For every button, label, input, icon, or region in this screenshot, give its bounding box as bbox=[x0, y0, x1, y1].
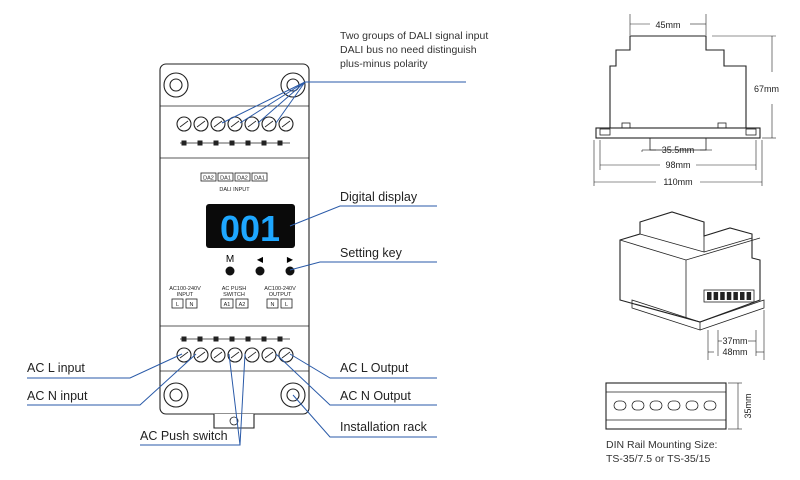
bottom-terminal-tab-7 bbox=[277, 336, 283, 342]
dali-note-line2: DALI bus no need distinguish bbox=[340, 44, 477, 56]
bottom-terminal-screw-2 bbox=[193, 347, 209, 363]
bottom-terminal-tab-2 bbox=[197, 336, 203, 342]
top-terminal-tab-6 bbox=[261, 140, 267, 146]
mounting-hole-bottom-left bbox=[163, 382, 189, 408]
dali-note-line3: plus-minus polarity bbox=[340, 58, 428, 70]
callout-ac-l-input: AC L input bbox=[27, 361, 85, 375]
bottom-terminal-tab-4 bbox=[229, 336, 235, 342]
digital-display bbox=[206, 204, 295, 248]
push-switch-term-a1: A1 bbox=[224, 302, 231, 308]
dali-input-label: DALI INPUT bbox=[219, 187, 250, 193]
key-label-m: M bbox=[226, 254, 234, 265]
dim-top-width: 45mm bbox=[655, 20, 680, 30]
bottom-terminal-tab-5 bbox=[245, 336, 251, 342]
push-switch-title-line1: AC PUSH bbox=[222, 286, 246, 292]
top-terminal-screw-7 bbox=[278, 116, 294, 132]
push-switch-title-line2: SWITCH bbox=[223, 292, 245, 298]
bottom-terminal-screw-5 bbox=[244, 347, 260, 363]
push-switch-term-a2: A2 bbox=[239, 302, 246, 308]
top-terminal-screw-2 bbox=[193, 116, 209, 132]
rail-caption-line2: TS-35/7.5 or TS-35/15 bbox=[606, 453, 710, 465]
dali-terminal-label-3: DA2 bbox=[237, 176, 248, 182]
callout-ac-n-output: AC N Output bbox=[340, 389, 411, 403]
callout-ac-n-input: AC N input bbox=[27, 389, 88, 403]
bottom-terminal-screw-3 bbox=[210, 347, 226, 363]
top-terminal-tab-5 bbox=[245, 140, 251, 146]
push-switch-label-group: AC PUSH SWITCH A1 A2 bbox=[220, 286, 249, 309]
dim-iso-48: 48mm bbox=[722, 347, 747, 357]
dali-terminal-label-4: DA1 bbox=[254, 176, 265, 182]
bottom-terminal-tab-1 bbox=[181, 336, 187, 342]
callout-digital-display: Digital display bbox=[340, 190, 418, 204]
dim-iso-37: 37mm bbox=[722, 336, 747, 346]
callout-installation-rack: Installation rack bbox=[340, 420, 428, 434]
ac-output-term-n: N bbox=[271, 302, 275, 308]
ac-output-label-group: AC100-240V OUTPUT N L bbox=[264, 286, 296, 309]
callout-ac-push-switch: AC Push switch bbox=[140, 429, 228, 443]
ac-input-term-l: L bbox=[176, 302, 179, 308]
display-digits: 001 bbox=[220, 208, 280, 249]
bottom-terminal-tab-6 bbox=[261, 336, 267, 342]
ac-output-title-line1: AC100-240V bbox=[264, 286, 296, 292]
top-terminal-tab-4 bbox=[229, 140, 235, 146]
dali-terminal-label-1: DA2 bbox=[203, 176, 214, 182]
bottom-terminal-screw-6 bbox=[261, 347, 277, 363]
top-terminal-screw-1 bbox=[176, 116, 192, 132]
dim-full-width: 110mm bbox=[663, 177, 692, 187]
bottom-terminal-tab-3 bbox=[213, 336, 219, 342]
rail-caption-line1: DIN Rail Mounting Size: bbox=[606, 439, 717, 451]
din-rail-view: 35mm DIN Rail Mounting Size: TS-35/7.5 o… bbox=[605, 382, 753, 465]
top-terminal-tabs bbox=[180, 140, 290, 146]
mounting-hole-top-left bbox=[163, 72, 189, 98]
ac-input-label-group: AC100-240V INPUT L N bbox=[169, 286, 201, 309]
device-front-view: DA2 DA1 DA2 DA1 DALI INPUT 001 M ◀ ▶ AC100-… bbox=[159, 63, 310, 429]
bottom-terminal-tabs bbox=[180, 336, 290, 342]
dali-terminal-label-2: DA1 bbox=[220, 176, 231, 182]
callout-labels: Two groups of DALI signal input DALI bus… bbox=[27, 30, 488, 443]
dali-terminal-labels: DA2 DA1 DA2 DA1 bbox=[200, 172, 268, 182]
top-terminal-screw-3 bbox=[210, 116, 226, 132]
installation-rack-clip bbox=[213, 414, 255, 429]
callout-ac-l-output: AC L Output bbox=[340, 361, 409, 375]
callout-lines bbox=[27, 81, 466, 446]
top-terminal-screw-5 bbox=[244, 116, 260, 132]
ac-output-term-l: L bbox=[285, 302, 288, 308]
key-left-button[interactable] bbox=[255, 266, 265, 276]
key-label-right: ▶ bbox=[287, 255, 294, 264]
ac-input-title-line1: AC100-240V bbox=[169, 286, 201, 292]
dim-height: 67mm bbox=[754, 84, 779, 94]
ac-input-term-n: N bbox=[190, 302, 194, 308]
top-terminal-tab-1 bbox=[181, 140, 187, 146]
bottom-terminal-screw-1 bbox=[176, 347, 192, 363]
callout-setting-key: Setting key bbox=[340, 246, 403, 260]
dim-rail-height: 35mm bbox=[743, 393, 753, 418]
bottom-terminal-block bbox=[176, 347, 294, 363]
bottom-terminal-screw-7 bbox=[278, 347, 294, 363]
ac-input-title-line2: INPUT bbox=[177, 292, 194, 298]
dali-note-line1: Two groups of DALI signal input bbox=[340, 30, 488, 42]
top-terminal-block bbox=[176, 116, 294, 132]
top-terminal-tab-3 bbox=[213, 140, 219, 146]
key-right-button[interactable] bbox=[285, 266, 295, 276]
dim-mid-width: 98mm bbox=[665, 160, 690, 170]
key-label-left: ◀ bbox=[257, 255, 264, 264]
top-terminal-tab-2 bbox=[197, 140, 203, 146]
top-terminal-screw-6 bbox=[261, 116, 277, 132]
ac-output-title-line2: OUTPUT bbox=[269, 292, 292, 298]
side-dimension-view: 45mm 67mm 35.5mm 98mm 110mm bbox=[593, 14, 779, 187]
key-m-button[interactable] bbox=[225, 266, 235, 276]
top-terminal-tab-7 bbox=[277, 140, 283, 146]
dim-inner-width: 35.5mm bbox=[662, 145, 695, 155]
bottom-terminal-screw-4 bbox=[227, 347, 243, 363]
isometric-view: 37mm 48mm bbox=[619, 211, 765, 360]
